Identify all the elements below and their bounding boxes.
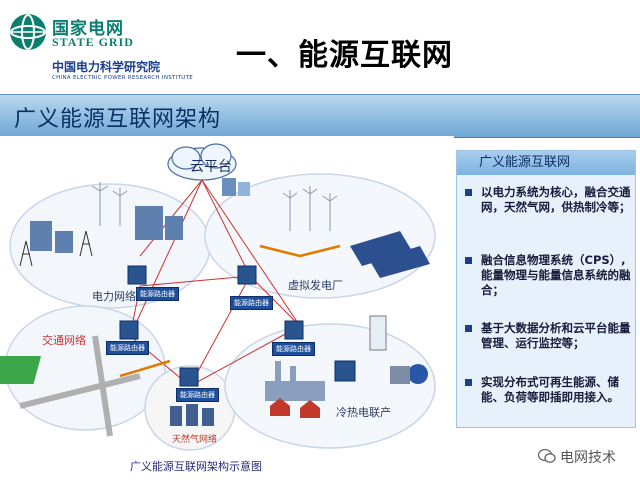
summary-panel: 广义能源互联网 以电力系统为核心，融合交通网，天然气网，供热制冷等； 融合信息物… bbox=[456, 150, 636, 428]
building-icons bbox=[30, 206, 183, 253]
section-banner: 广义能源互联网架构 bbox=[0, 94, 640, 138]
energy-internet-diagram: 云平台 电力网络 虚拟发电厂 交通网络 天然气网络 冷热电联产 能源路由器 能源… bbox=[0, 136, 454, 480]
factory-icon bbox=[265, 361, 325, 401]
bullet-square-icon bbox=[465, 325, 472, 332]
snowflake-icon bbox=[408, 364, 428, 384]
bullet-square-icon bbox=[465, 257, 472, 264]
gas-network-label: 天然气网络 bbox=[172, 435, 218, 445]
bullet-square-icon bbox=[465, 189, 472, 196]
refrigerator-icon bbox=[369, 315, 387, 351]
logo-cn: 国家电网 bbox=[52, 19, 124, 39]
bullet-text: 以电力系统为核心，融合交通网，天然气网，供热制冷等； bbox=[481, 185, 631, 214]
server-icon bbox=[222, 178, 236, 196]
state-grid-emblem-icon bbox=[10, 14, 46, 50]
panel-title: 广义能源互联网 bbox=[457, 151, 635, 175]
gas-tank-icons bbox=[170, 404, 214, 426]
bullet-text: 实现分布式可再生能源、储能、负荷等即插即用接入。 bbox=[481, 375, 619, 404]
energy-lines bbox=[119, 244, 341, 378]
power-grid-label: 电力网络 bbox=[92, 290, 136, 303]
section-title: 广义能源互联网架构 bbox=[14, 107, 222, 132]
wind-turbine-icons bbox=[91, 182, 338, 231]
virtual-plant-label: 虚拟发电厂 bbox=[288, 279, 343, 292]
green-field bbox=[0, 356, 42, 384]
transport-network-label: 交通网络 bbox=[42, 334, 86, 347]
router-label: 能源路由器 bbox=[272, 342, 315, 356]
institute-en: CHINA ELECTRIC POWER RESEARCH INSTITUTE bbox=[52, 75, 194, 81]
bullet-text: 基于大数据分析和云平台能量管理、运行监控等； bbox=[481, 321, 631, 350]
diagram-graphic bbox=[0, 143, 436, 451]
chp-area bbox=[224, 323, 436, 449]
chp-label: 冷热电联产 bbox=[336, 406, 391, 419]
router-label: 能源路由器 bbox=[176, 388, 219, 402]
transmission-tower-icons bbox=[19, 230, 93, 267]
road bbox=[19, 335, 141, 437]
watermark-text: 电网技术 bbox=[560, 450, 616, 466]
chiller-icon bbox=[390, 366, 410, 384]
diagram-caption: 广义能源互联网架构示意图 bbox=[130, 460, 262, 473]
page-title: 一、能源互联网 bbox=[236, 38, 453, 73]
router-label: 能源路由器 bbox=[136, 287, 179, 301]
institute-cn: 中国电力科学研究院 bbox=[52, 60, 161, 74]
bullet-square-icon bbox=[465, 379, 472, 386]
database-icon bbox=[238, 182, 250, 196]
router-label: 能源路由器 bbox=[106, 341, 149, 355]
bullet-text: 融合信息物理系统（CPS）,能量物理与能量信息系统的融合； bbox=[481, 253, 631, 297]
wechat-icon bbox=[538, 448, 556, 463]
state-grid-logo: 国家电网 STATE GRID 中国电力科学研究院 CHINA ELECTRIC… bbox=[8, 8, 208, 86]
house-icons bbox=[270, 398, 320, 418]
router-label: 能源路由器 bbox=[230, 296, 273, 310]
logo-en: STATE GRID bbox=[52, 35, 134, 49]
router-units bbox=[119, 265, 356, 387]
solar-panel-icons bbox=[350, 231, 430, 278]
connection-lines bbox=[129, 179, 301, 387]
cloud-platform-label: 云平台 bbox=[190, 159, 232, 175]
